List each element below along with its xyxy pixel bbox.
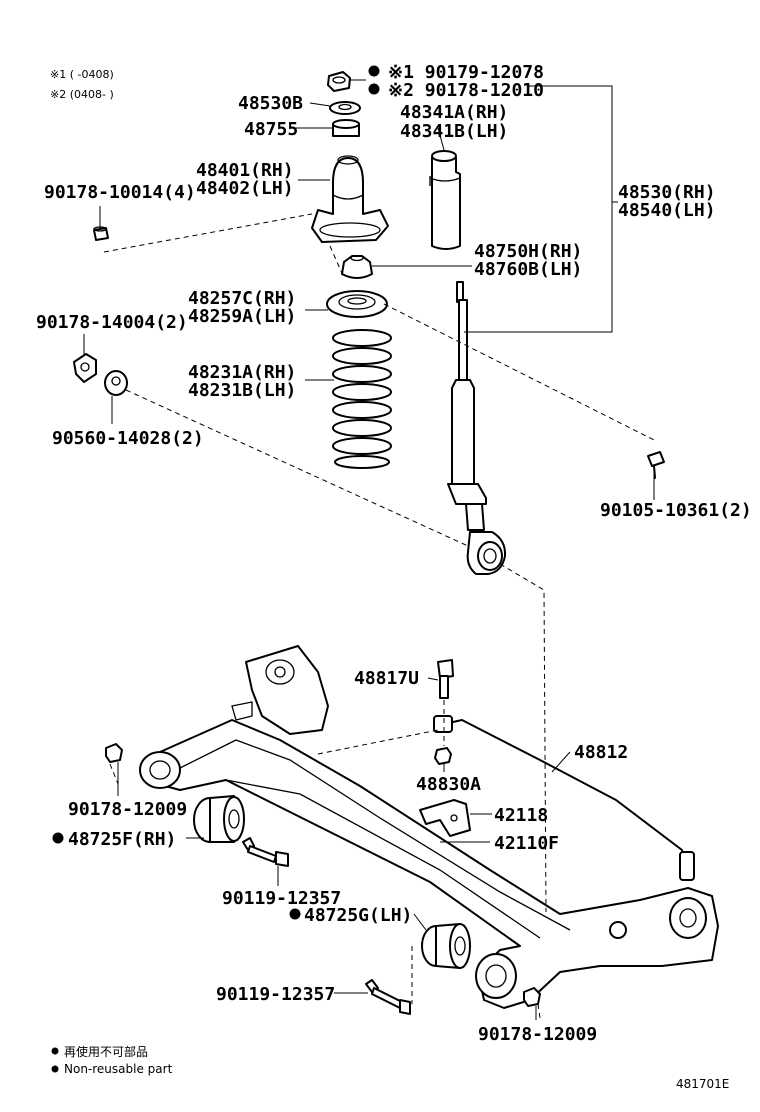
label-48540: 48540(LH) — [618, 200, 716, 221]
bushing-48725g[interactable] — [421, 923, 471, 969]
label-48530: 48530(RH) — [618, 182, 716, 203]
label-48725f: 48725F(RH) — [68, 829, 176, 850]
label-48257c: 48257C(RH) — [188, 288, 296, 309]
label-48817u: 48817U — [354, 668, 419, 689]
label-48750h: 48750H(RH) — [474, 241, 582, 262]
bolt-48817u[interactable] — [437, 659, 454, 699]
label-90178-12009-a: 90178-12009 — [68, 799, 187, 820]
assembly-line-3 — [383, 303, 655, 441]
insulator-48750h[interactable] — [341, 254, 373, 279]
spring-seat-48257c[interactable] — [326, 290, 388, 318]
axle-beam-42110f[interactable] — [149, 719, 719, 1009]
label-48725g: 48725G(LH) — [304, 905, 412, 926]
label-90179-12078: ※1 90179-12078 — [388, 62, 544, 83]
leader-lines — [83, 79, 655, 1020]
label-48830a: 48830A — [416, 774, 481, 795]
label-48530b: 48530B — [238, 93, 303, 114]
label-48401: 48401(RH) — [196, 160, 294, 181]
label-42110f: 42110F — [494, 833, 559, 854]
nut-90178-14004[interactable] — [73, 353, 97, 383]
assembly-line-10 — [537, 1003, 541, 1019]
washer-48530b[interactable] — [329, 101, 361, 115]
axle-end-right — [475, 953, 517, 999]
bolt-90119-a[interactable] — [242, 837, 289, 867]
assembly-line-6 — [317, 729, 439, 755]
label-48760b: 48760B(LH) — [474, 259, 582, 280]
label-90178-12009-b: 90178-12009 — [478, 1024, 597, 1045]
coil-spring-48231[interactable] — [332, 329, 392, 469]
label-48341a: 48341A(RH) — [400, 102, 508, 123]
washer-90560[interactable] — [104, 370, 128, 396]
label-90105-10361: 90105-10361(2) — [600, 500, 752, 521]
axle-end-left — [139, 751, 181, 789]
label-48259a: 48259A(LH) — [188, 306, 296, 327]
nut-90179[interactable] — [327, 71, 351, 92]
label-90178-10014: 90178-10014(4) — [44, 182, 196, 203]
spacer-48755[interactable] — [332, 119, 360, 137]
shock-absorber-48530[interactable] — [447, 281, 507, 575]
assembly-line-4 — [125, 389, 469, 547]
label-90119-12357-a: 90119-12357 — [222, 888, 341, 909]
label-90560-14028: 90560-14028(2) — [52, 428, 204, 449]
label-48812: 48812 — [574, 742, 628, 763]
legend-dot-jp — [51, 1047, 59, 1055]
legend-jp: 再使用不可部品 — [64, 1044, 148, 1059]
label-48755: 48755 — [244, 119, 298, 140]
bolt-90105[interactable] — [647, 451, 665, 479]
diagram-id: 481701E — [676, 1077, 729, 1091]
bracket-42118[interactable] — [419, 799, 471, 837]
axle-bracket — [231, 645, 329, 735]
bushing-48725f[interactable] — [193, 795, 245, 843]
label-48231b: 48231B(LH) — [188, 380, 296, 401]
nonreusable-dot-48725g — [289, 908, 301, 920]
nut-90178-12009-b[interactable] — [523, 987, 541, 1007]
legend-en: Non-reusable part — [64, 1062, 173, 1076]
assembly-line-2 — [329, 245, 345, 279]
label-42118: 42118 — [494, 805, 548, 826]
bolt-90178-10014[interactable] — [93, 226, 109, 241]
nut-48830a[interactable] — [434, 747, 452, 765]
note-1: ※1 ( -0408) — [50, 68, 114, 81]
label-48402: 48402(LH) — [196, 178, 294, 199]
label-90178-12010: ※2 90178-12010 — [388, 80, 544, 101]
label-48231a: 48231A(RH) — [188, 362, 296, 383]
nonreusable-dot-48725f — [52, 832, 64, 844]
label-90178-14004: 90178-14004(2) — [36, 312, 188, 333]
label-48341b: 48341B(LH) — [400, 121, 508, 142]
label-90119-12357-b: 90119-12357 — [216, 984, 335, 1005]
legend-dot-en — [51, 1065, 59, 1073]
nonreusable-dot-90179 — [368, 65, 380, 77]
assembly-line-8 — [109, 763, 119, 785]
note-2: ※2 (0408- ) — [50, 88, 114, 101]
suspension-support-48401[interactable] — [311, 155, 389, 243]
bolt-90119-b[interactable] — [365, 979, 411, 1015]
nonreusable-dot-90178-12010 — [368, 83, 380, 95]
stabilizer-bar-48812[interactable] — [433, 715, 695, 881]
assembly-line-1 — [103, 213, 313, 253]
nut-90178-12009-a[interactable] — [105, 743, 123, 763]
bound-stopper-48341[interactable] — [429, 150, 461, 250]
assembly-line-5 — [499, 563, 547, 913]
